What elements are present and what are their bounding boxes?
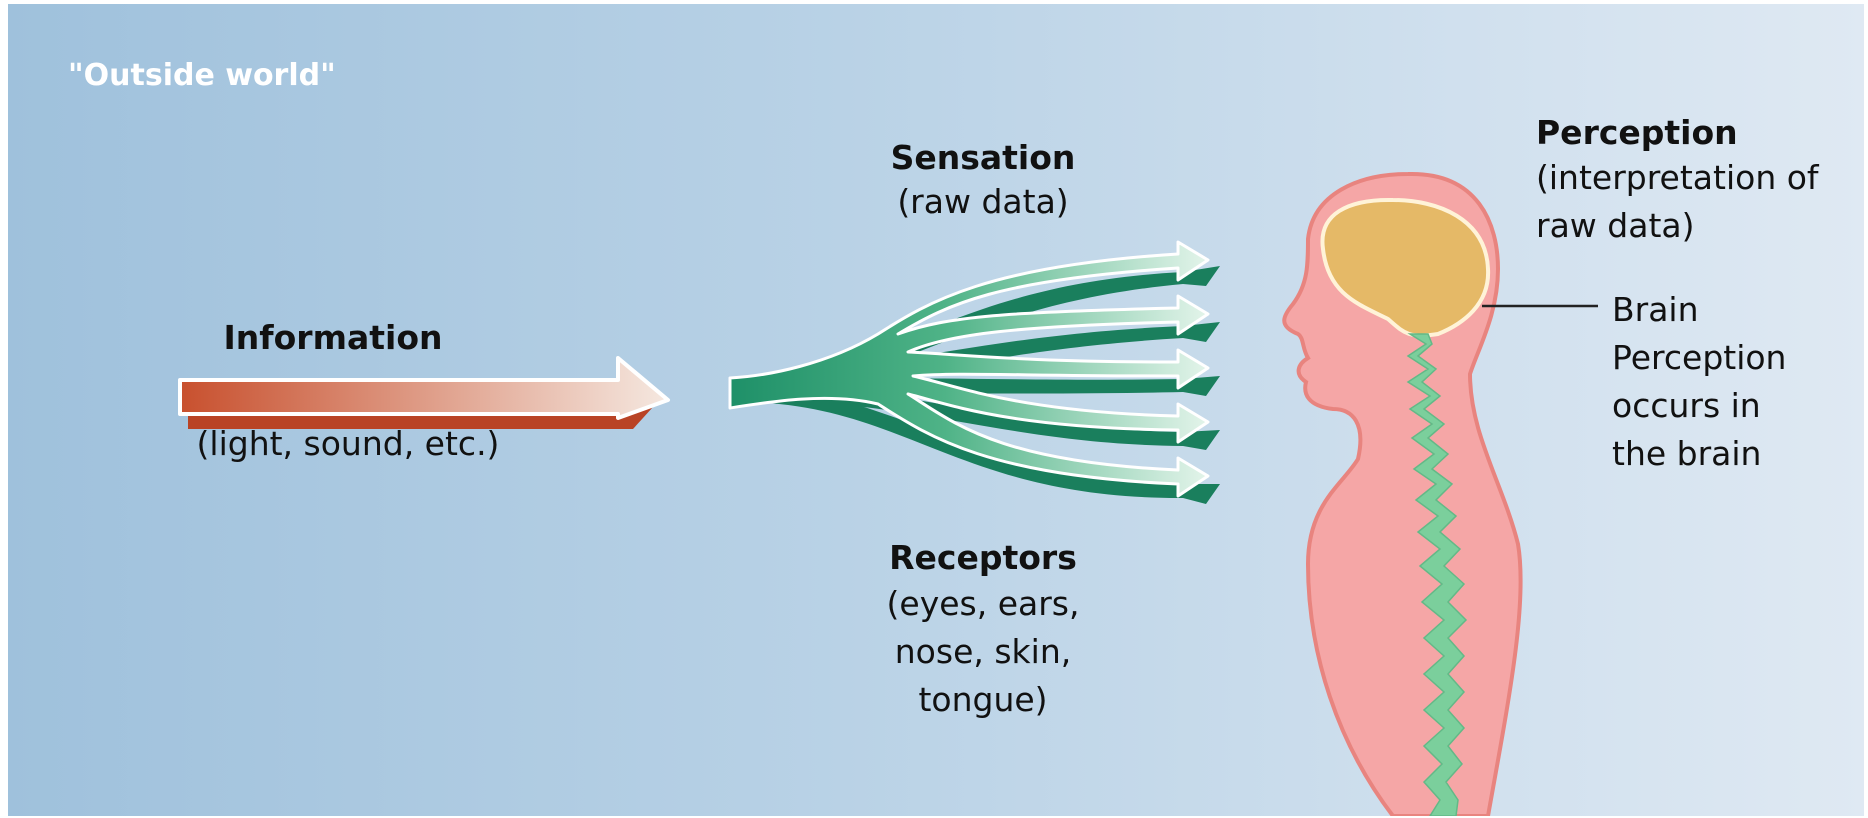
outside-world-label: "Outside world" xyxy=(68,52,336,100)
perception-description: (interpretation of raw data) xyxy=(1536,154,1819,250)
perception-line: (interpretation of xyxy=(1536,154,1819,202)
receptors-list: (eyes, ears, nose, skin, tongue) xyxy=(848,580,1118,724)
receptors-line: nose, skin, xyxy=(848,628,1118,676)
information-title: Information xyxy=(198,314,468,362)
information-arrow xyxy=(180,358,668,429)
receptors-line: (eyes, ears, xyxy=(848,580,1118,628)
receptors-line: tongue) xyxy=(848,676,1118,724)
information-subtitle: (light, sound, etc.) xyxy=(158,420,538,468)
receptor-arrows xyxy=(730,242,1220,504)
brain-label: Brain xyxy=(1612,286,1699,334)
perception-line: raw data) xyxy=(1536,202,1819,250)
brain-note: Perception occurs in the brain xyxy=(1612,334,1786,478)
brain-note-line: the brain xyxy=(1612,430,1786,478)
receptors-title: Receptors xyxy=(848,534,1118,582)
sensation-subtitle: (raw data) xyxy=(848,178,1118,226)
brain-note-line: Perception xyxy=(1612,334,1786,382)
diagram-panel: "Outside world" Information (light, soun… xyxy=(8,4,1864,816)
perception-title: Perception xyxy=(1536,109,1738,157)
brain-note-line: occurs in xyxy=(1612,382,1786,430)
human-figure xyxy=(1284,174,1520,816)
sensation-title: Sensation xyxy=(848,134,1118,182)
